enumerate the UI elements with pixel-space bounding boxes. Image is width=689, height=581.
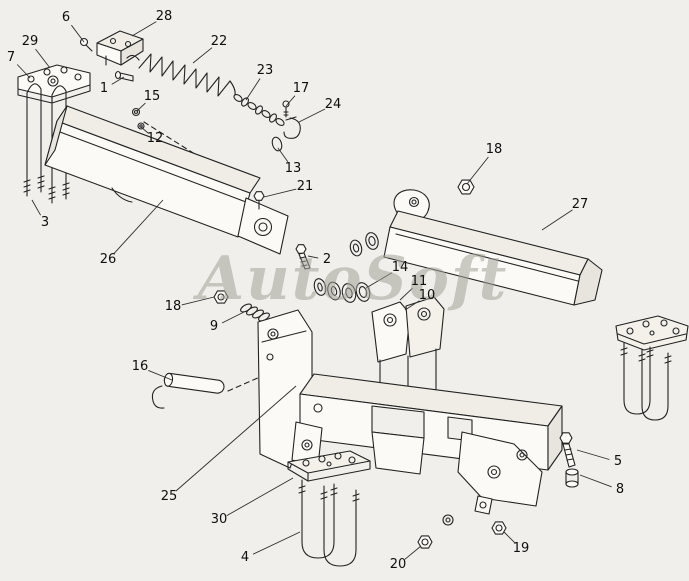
leader-line-22 [192,47,213,64]
part-beam-26 [44,105,289,255]
part-pin-16 [151,372,225,409]
leader-line-2 [307,255,319,259]
leader-line-5 [576,449,610,460]
leader-line-23 [245,78,261,101]
leader-line-15 [136,102,146,112]
part-chain-23 [233,93,285,127]
leader-line-4 [252,531,301,555]
leader-line-19 [503,531,515,543]
part-ubolts-right [620,342,672,421]
part-bolt-21 [253,191,265,210]
leader-line-24 [298,108,326,123]
part-beam-27 [383,189,603,306]
part-shackle-24 [283,116,301,139]
callout-leader-lines [16,21,612,560]
part-link-13 [271,136,283,152]
leader-line-10 [404,300,420,311]
leader-line-18 [466,156,489,185]
leader-line-14 [365,272,393,289]
leader-line-12 [140,126,149,134]
part-washer-15 [131,107,141,117]
leader-line-9 [221,311,245,324]
part-ubolts-4 [298,479,360,567]
leader-line-6 [71,24,85,43]
part-nut-18-left [213,290,229,304]
leader-line-8 [579,474,612,488]
construction-line [227,376,261,392]
part-washers-10-11-14 [313,278,371,303]
leader-line-25 [175,385,297,492]
leader-line-3 [31,199,41,216]
leader-line-17 [285,95,296,107]
leader-line-21 [263,188,297,198]
leader-line-13 [277,147,289,162]
leader-line-18 [181,296,215,306]
part-bolt-5 [559,432,576,468]
part-spring-22 [126,53,236,97]
leader-line-30 [226,477,294,516]
part-bushings-27 [349,232,379,257]
part-nut-19 [491,521,507,535]
leader-line-11 [399,287,413,301]
part-nut-18-right [457,179,475,195]
part-clamp-plate-29 [17,64,91,104]
leader-line-7 [16,64,31,79]
leader-line-16 [148,369,173,381]
part-bolt-1 [114,70,134,82]
leader-line-26 [113,199,164,254]
part-spacer-8 [565,468,579,488]
part-clamp-plate-30 [287,450,371,482]
part-spring-9 [240,303,270,322]
part-washer-20 [442,514,454,526]
part-bolt-17 [282,100,290,118]
leader-line-1 [111,76,125,85]
part-bracket-28 [96,30,144,66]
part-clamp-plate-right [615,315,689,351]
leader-line-29 [35,48,51,69]
part-frame-25 [257,296,563,515]
leader-line-28 [131,21,157,37]
part-ubolts-3 [23,83,70,204]
part-bolt-2 [295,244,311,270]
leader-line-20 [404,545,422,560]
part-washer-12 [137,122,145,130]
leader-line-27 [541,209,573,231]
part-nut-20 [417,535,433,549]
